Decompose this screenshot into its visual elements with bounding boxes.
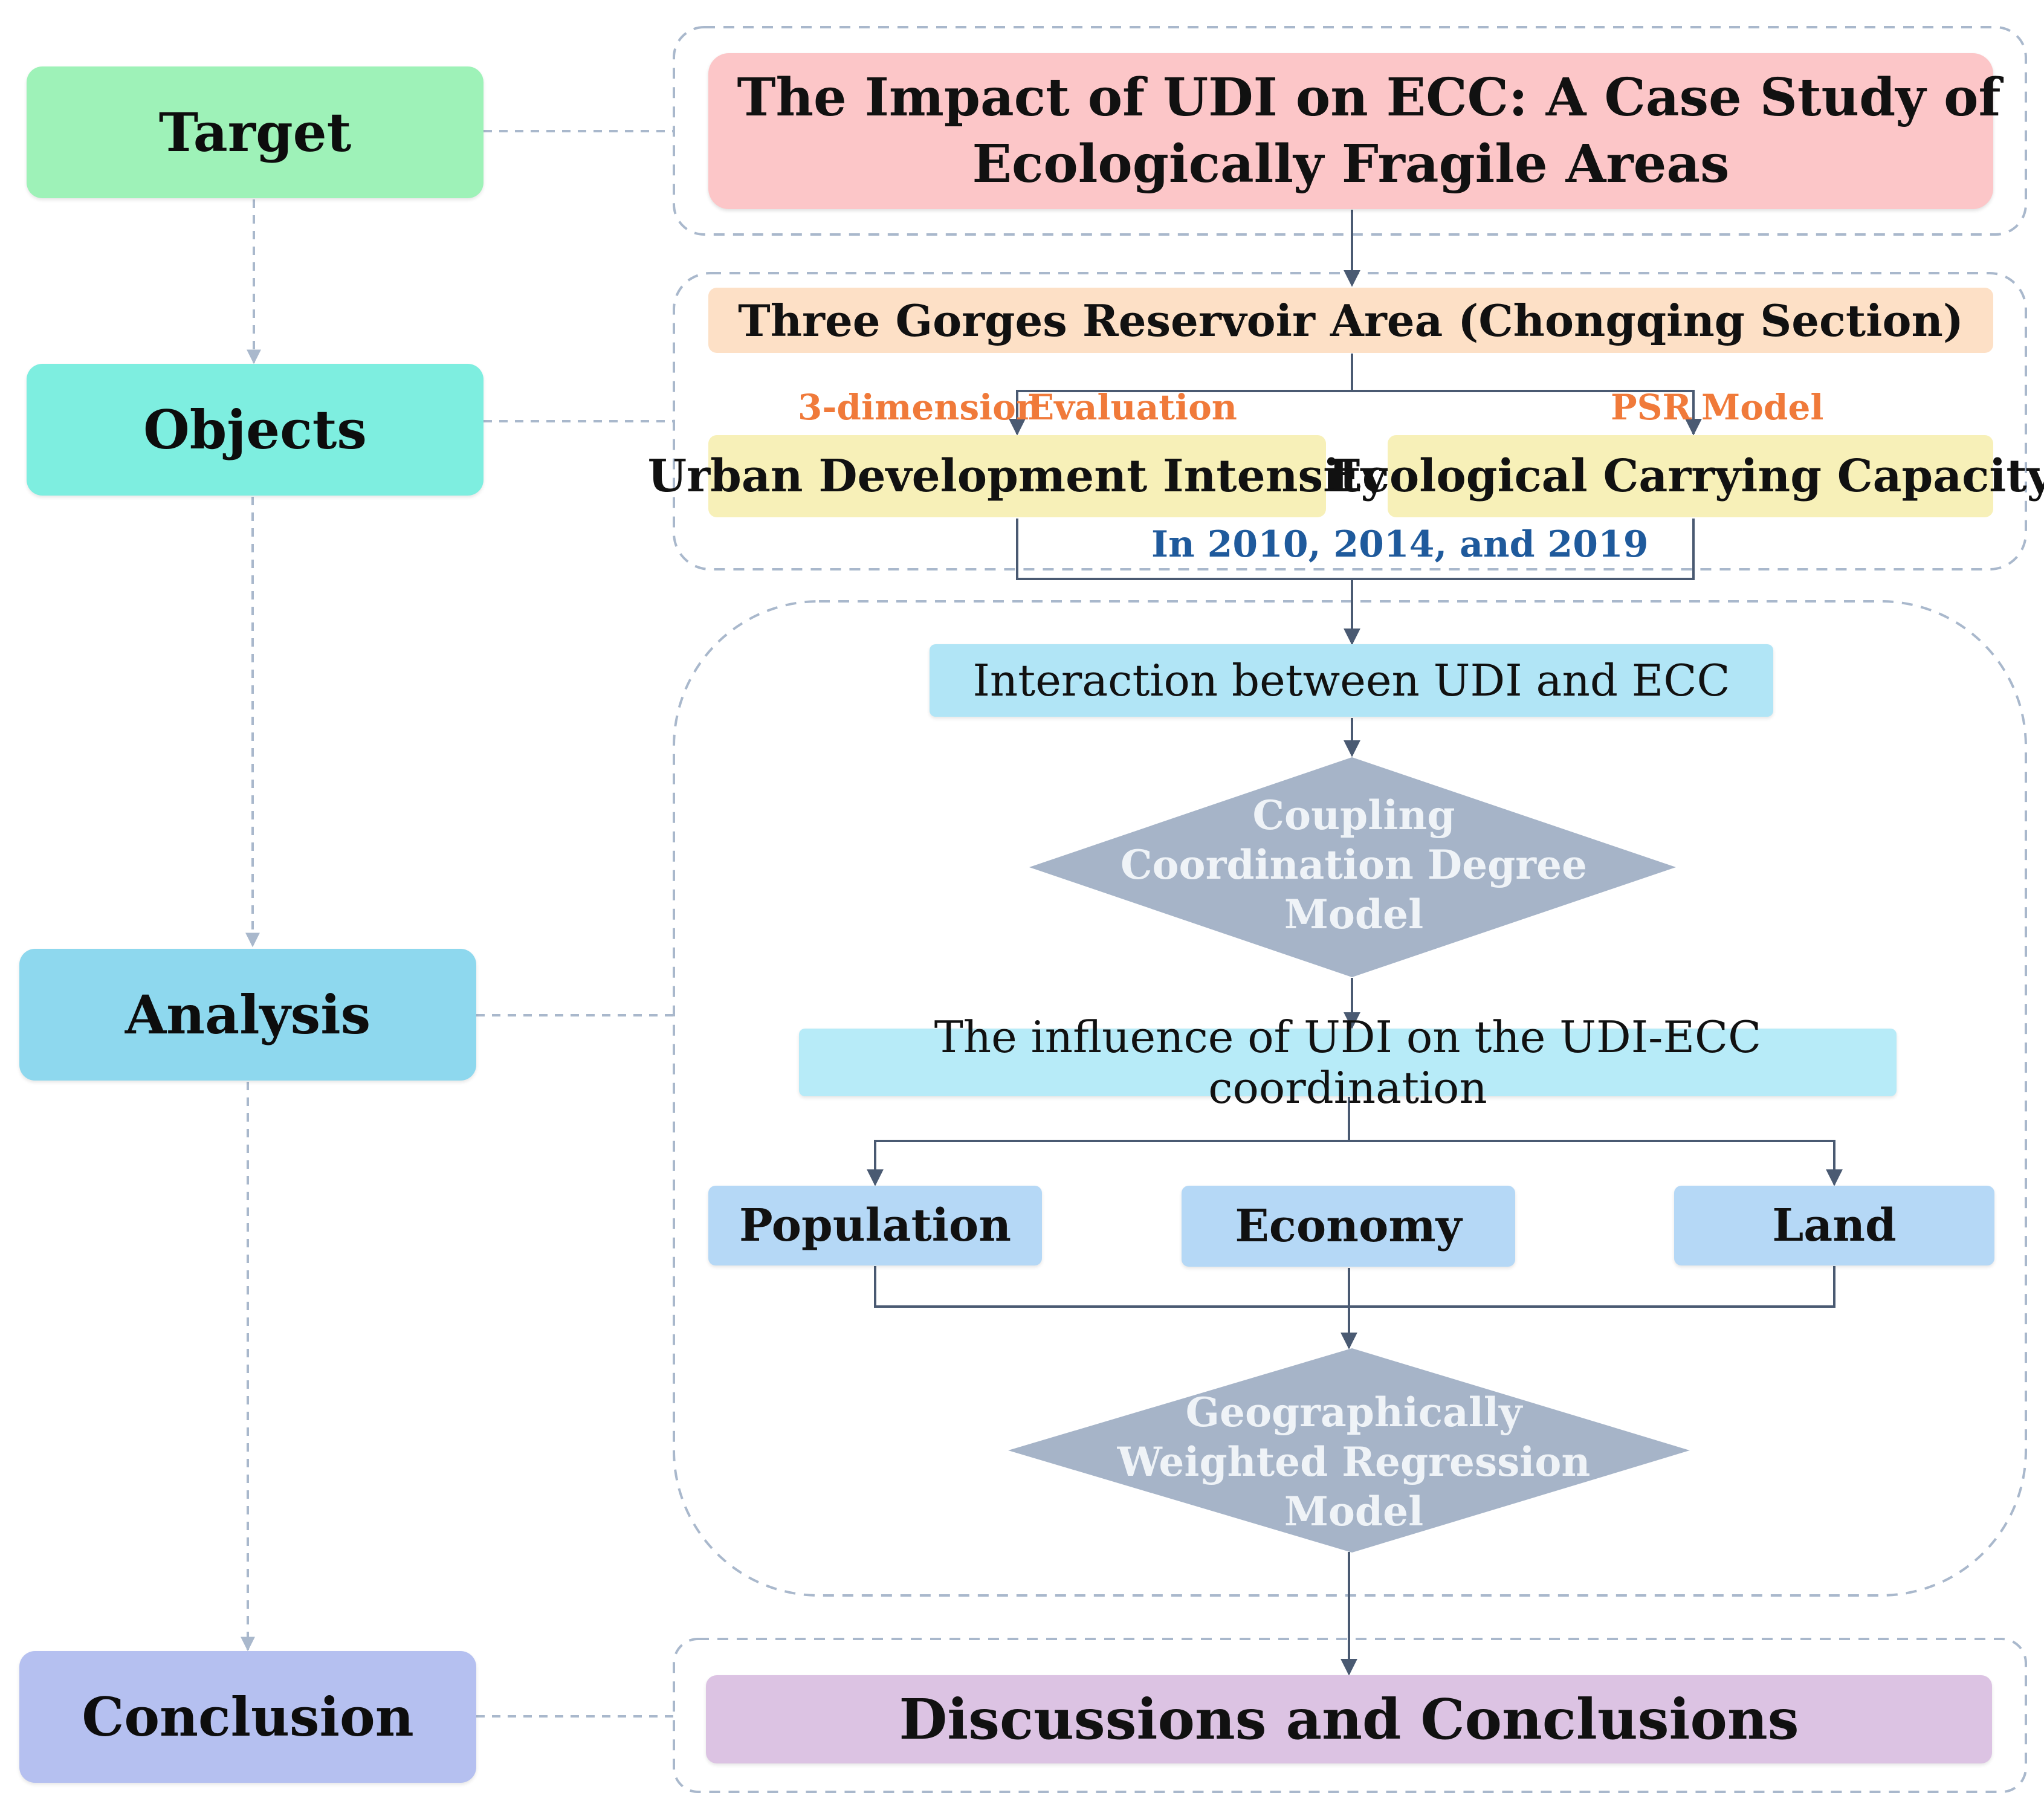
influence-split-connector-right — [1349, 1140, 1843, 1186]
gwr-diamond — [1008, 1348, 1690, 1553]
stage-objects: Objects — [27, 364, 484, 496]
ccd-line-2: Coordination Degree — [1121, 841, 1587, 888]
factor-land: Land — [1674, 1186, 1994, 1265]
ccd-diamond — [1029, 757, 1676, 977]
interaction-box: Interaction between UDI and ECC — [930, 644, 1773, 717]
ecc-method-label-a: PSR — [1611, 387, 1692, 428]
ecc-box: Ecological Carrying Capacity — [1328, 435, 2044, 517]
title-box: The Impact of UDI on ECC: A Case Study o… — [708, 53, 2000, 209]
study-area-box: Three Gorges Reservoir Area (Chongqing S… — [708, 288, 1993, 353]
ccd-line-3: Model — [1284, 891, 1424, 938]
udi-box: Urban Development Intensity — [648, 435, 1386, 517]
gwr-line-1: Geographically — [1185, 1389, 1522, 1436]
factor-population: Population — [708, 1186, 1042, 1265]
gwr-line-2: Weighted Regression — [1117, 1438, 1591, 1485]
gwr-diamond-label: Geographically Weighted Regression Model — [1112, 1388, 1596, 1536]
area-split-connector — [1009, 354, 1353, 436]
title-line-2: Ecologically Fragile Areas — [972, 134, 1730, 195]
udi-ecc-join-connector — [1016, 519, 1695, 580]
stage-target: Target — [27, 66, 484, 198]
ccd-line-1: Coupling — [1252, 792, 1455, 839]
udi-method-label-a: 3-dimension — [798, 387, 1041, 428]
area-split-connector-right — [1352, 390, 1702, 436]
gwr-line-3: Model — [1284, 1488, 1424, 1535]
factor-economy: Economy — [1182, 1186, 1515, 1267]
influence-box: The influence of UDI on the UDI-ECC coor… — [799, 1012, 1897, 1113]
stage-conclusion: Conclusion — [19, 1651, 476, 1783]
ccd-diamond-label: Coupling Coordination Degree Model — [1112, 790, 1596, 939]
factors-join-connector — [874, 1266, 1835, 1308]
study-years-label: In 2010, 2014, and 2019 — [1151, 523, 1649, 566]
conclusion-frame — [673, 1638, 2027, 1793]
influence-split-connector — [867, 1097, 1350, 1186]
ecc-method-label-b: Model — [1701, 387, 1824, 428]
title-line-1: The Impact of UDI on ECC: A Case Study o… — [737, 67, 2001, 128]
udi-method-label-b: Evaluation — [1027, 387, 1237, 428]
conclusion-box: Discussions and Conclusions — [706, 1675, 1992, 1763]
stage-analysis: Analysis — [19, 949, 476, 1081]
